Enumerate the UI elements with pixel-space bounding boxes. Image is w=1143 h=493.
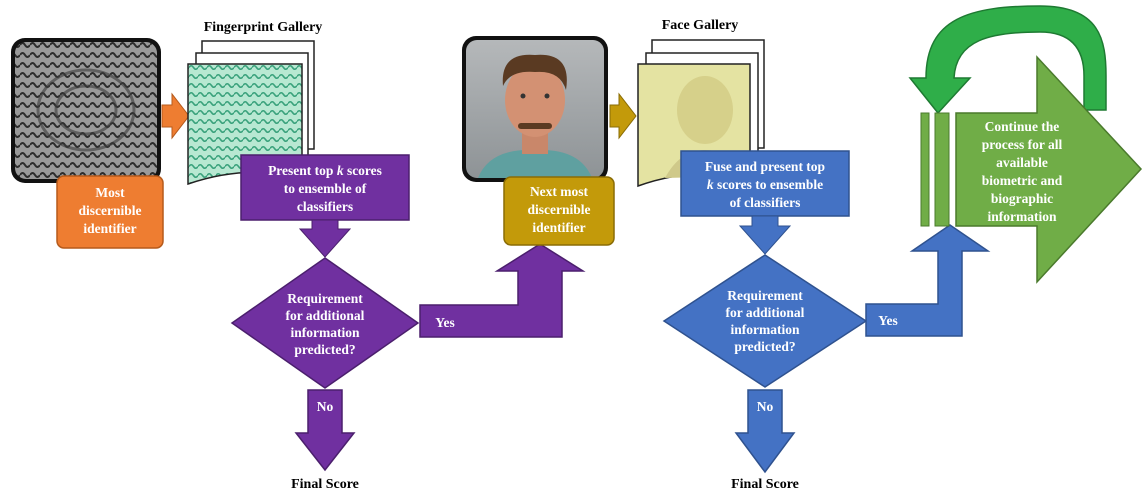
fingerprint-probe [11, 38, 161, 183]
arrow-mugshot-to-gallery [609, 92, 637, 140]
svg-text:Fuse and present top: Fuse and present top [705, 159, 825, 174]
svg-text:of classifiers: of classifiers [730, 195, 801, 210]
svg-text:available: available [996, 155, 1048, 170]
yes-label-1: Yes [435, 315, 455, 330]
mugshot-probe [462, 36, 608, 182]
svg-text:for additional: for additional [726, 305, 805, 320]
svg-text:discernible: discernible [528, 202, 591, 217]
arrow-fuse-to-decision [738, 215, 792, 255]
arrow-no-1 [294, 389, 356, 472]
svg-text:information: information [291, 325, 360, 340]
svg-text:Next most: Next most [530, 184, 589, 199]
svg-text:k scores to ensemble: k scores to ensemble [707, 177, 823, 192]
loop-arrow-icon [908, 5, 1107, 115]
svg-text:to ensemble of: to ensemble of [284, 181, 367, 196]
svg-text:biographic: biographic [991, 191, 1053, 206]
svg-text:information: information [988, 209, 1057, 224]
svg-text:identifier: identifier [83, 221, 136, 236]
svg-text:predicted?: predicted? [294, 342, 355, 357]
continue-arrow: Continue the process for all available b… [955, 55, 1143, 284]
face-gallery-title: Face Gallery [662, 18, 739, 33]
svg-text:process for all: process for all [982, 137, 1063, 152]
next-most-discernible-box: Next most discernible identifier [503, 176, 615, 246]
final-score-2: Final Score [731, 477, 799, 492]
svg-text:information: information [731, 322, 800, 337]
yes-label-2: Yes [878, 313, 898, 328]
present-top-k-box: Present top k scores to ensemble of clas… [240, 154, 410, 221]
arrow-yes-2 [865, 224, 991, 337]
decision-diamond-1: Requirement for additional information p… [230, 257, 420, 389]
svg-text:for additional: for additional [286, 308, 365, 323]
svg-text:classifiers: classifiers [297, 199, 353, 214]
svg-text:identifier: identifier [532, 220, 585, 235]
svg-text:Most: Most [95, 185, 125, 200]
fuse-top-k-box: Fuse and present top k scores to ensembl… [680, 150, 850, 217]
svg-text:Requirement: Requirement [727, 288, 803, 303]
no-label-1: No [317, 399, 334, 414]
no-label-2: No [757, 399, 774, 414]
arrow-probe-to-gallery [161, 92, 190, 140]
decision-diamond-2: Requirement for additional information p… [662, 254, 868, 388]
arrow-present-to-decision [298, 219, 352, 258]
svg-text:Requirement: Requirement [287, 291, 363, 306]
svg-text:predicted?: predicted? [734, 339, 795, 354]
restart-bars [920, 112, 950, 227]
svg-text:discernible: discernible [79, 203, 142, 218]
svg-text:Present top k scores: Present top k scores [268, 163, 382, 178]
fingerprint-gallery-stack [187, 40, 315, 186]
fingerprint-gallery-title: Fingerprint Gallery [204, 20, 323, 35]
final-score-1: Final Score [291, 477, 359, 492]
svg-text:Continue the: Continue the [985, 119, 1060, 134]
svg-text:biometric and: biometric and [982, 173, 1063, 188]
arrow-yes-1 [419, 243, 586, 338]
most-discernible-box: Most discernible identifier [56, 175, 164, 249]
arrow-no-2 [734, 389, 796, 474]
